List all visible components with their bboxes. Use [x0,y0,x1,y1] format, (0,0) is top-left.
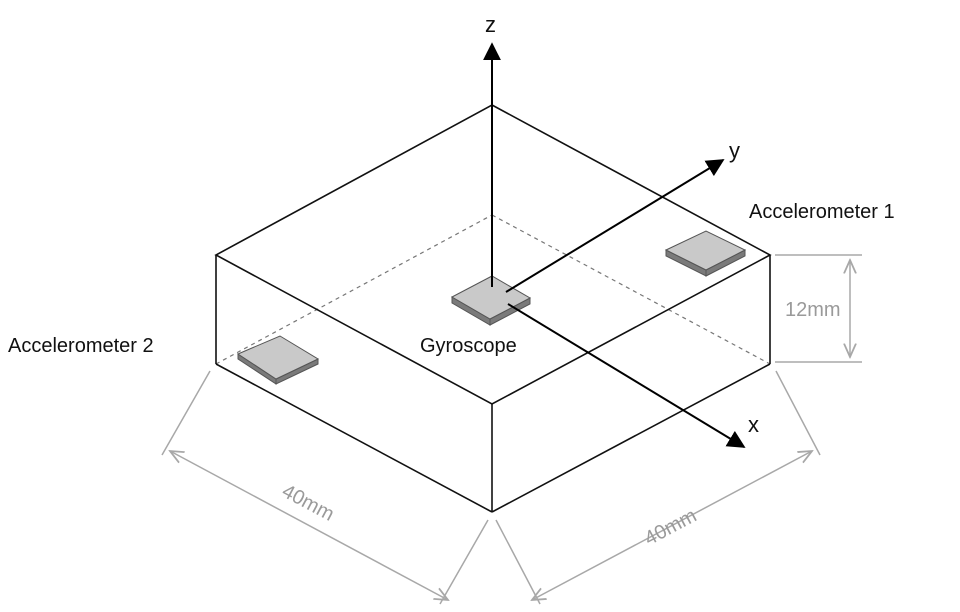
x-axis [507,303,746,448]
left-extension-inner [439,519,489,605]
gyroscope-label: Gyroscope [420,335,517,357]
gyroscope-chip [450,275,532,326]
y-axis [505,159,725,293]
x-axis-label: x [748,412,759,437]
left-length-arrow [170,451,448,600]
right-length-label: 40mm [641,505,700,551]
right-length-arrow [532,451,812,600]
accelerometer-1-label: Accelerometer 1 [749,201,895,223]
dimension-lines [161,254,862,605]
accelerometer-2-chip [236,335,320,385]
accelerometer-1-chip [664,230,747,277]
hidden-edge-right [491,214,771,365]
right-extension-inner [495,519,541,605]
y-axis-label: y [729,138,740,163]
box-edge-bottom-left [215,363,493,513]
height-dimension-label: 12mm [785,299,841,321]
z-axis-label: z [485,12,496,37]
left-extension-outer [161,370,211,456]
coordinate-axes [483,42,746,448]
accelerometer-2-label: Accelerometer 2 [8,335,154,357]
right-extension-outer [775,370,821,456]
left-length-label: 40mm [278,480,337,526]
